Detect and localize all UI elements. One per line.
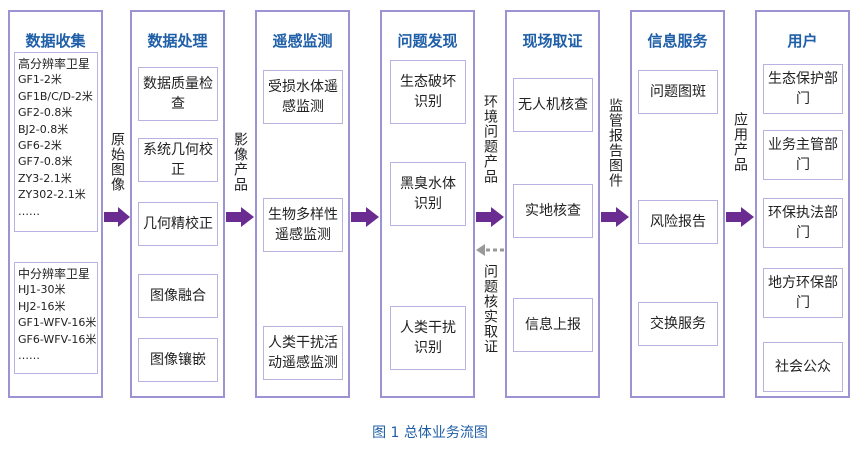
- column-data-collection: 数据收集 高分辨率卫星 GF1-2米 GF1B/C/D-2米 GF2-0.8米 …: [8, 10, 103, 398]
- column-title: 用户: [787, 32, 818, 50]
- sat-item: GF1-WFV-16米: [18, 316, 97, 330]
- user-box: 地方环保部门: [763, 268, 843, 318]
- arrow-right-icon: [476, 207, 504, 227]
- sat-item: GF1-2米: [18, 73, 62, 87]
- sat-item: GF7-0.8米: [18, 155, 73, 169]
- dashed-arrow-left-icon: [476, 244, 504, 256]
- mid-res-heading: 中分辨率卫星: [18, 267, 91, 281]
- sat-item: GF6-2米: [18, 139, 62, 153]
- sat-item: BJ2-0.8米: [18, 122, 69, 136]
- high-res-heading: 高分辨率卫星: [18, 57, 91, 71]
- process-box: 图像镶嵌: [138, 338, 218, 382]
- column-field-evidence: 现场取证 无人机核查 实地核查 信息上报: [505, 10, 600, 398]
- monitor-box: 人类干扰活动遥感监测: [263, 326, 343, 380]
- arrow-right-icon: [351, 207, 379, 227]
- column-problem-discovery: 问题发现 生态破坏识别 黑臭水体识别 人类干扰识别: [380, 10, 475, 398]
- column-title: 信息服务: [647, 32, 708, 50]
- discovery-box: 黑臭水体识别: [390, 162, 466, 226]
- mid-res-satellite-box: 中分辨率卫星 HJ1-30米 HJ2-16米 GF1-WFV-16米 GF6-W…: [14, 262, 98, 374]
- sat-item: HJ2-16米: [18, 299, 66, 313]
- column-remote-monitoring: 遥感监测 受损水体遥感监测 生物多样性遥感监测 人类干扰活动遥感监测: [255, 10, 350, 398]
- connector-label-monitoring-report: 监管报告图件: [607, 98, 623, 188]
- column-title: 现场取证: [522, 32, 583, 50]
- column-title: 问题发现: [397, 32, 458, 50]
- sat-item: ……: [18, 349, 40, 363]
- service-box: 风险报告: [638, 200, 718, 244]
- column-title: 数据处理: [147, 32, 208, 50]
- arrow-right-icon: [601, 207, 629, 227]
- arrow-right-icon: [726, 207, 754, 227]
- connector-label-image-product: 影像产品: [232, 132, 248, 192]
- service-box: 交换服务: [638, 302, 718, 346]
- user-box: 环保执法部门: [763, 198, 843, 248]
- evidence-box: 无人机核查: [513, 78, 593, 132]
- arrow-right-icon: [104, 207, 130, 227]
- process-box: 图像融合: [138, 274, 218, 318]
- process-box: 系统几何校正: [138, 138, 218, 182]
- sat-item: GF2-0.8米: [18, 106, 73, 120]
- user-box: 社会公众: [763, 342, 843, 392]
- column-users: 用户 生态保护部门 业务主管部门 环保执法部门 地方环保部门 社会公众: [755, 10, 850, 398]
- user-box: 生态保护部门: [763, 64, 843, 114]
- sat-item: GF6-WFV-16米: [18, 332, 97, 346]
- discovery-box: 生态破坏识别: [390, 60, 466, 124]
- sat-item: ZY3-2.1米: [18, 171, 72, 185]
- arrow-right-icon: [226, 207, 254, 227]
- connector-label-application-product: 应用产品: [732, 112, 748, 172]
- process-box: 几何精校正: [138, 202, 218, 246]
- connector-label-problem-verification: 问题核实取证: [482, 264, 498, 354]
- connector-label-env-problem-product: 环境问题产品: [482, 94, 498, 184]
- evidence-box: 信息上报: [513, 298, 593, 352]
- user-box: 业务主管部门: [763, 130, 843, 180]
- sat-item: HJ1-30米: [18, 283, 66, 297]
- column-data-processing: 数据处理 数据质量检查 系统几何校正 几何精校正 图像融合 图像镶嵌: [130, 10, 225, 398]
- connector-label-original-image: 原始图像: [109, 132, 125, 192]
- process-box: 数据质量检查: [138, 67, 218, 121]
- high-res-satellite-box: 高分辨率卫星 GF1-2米 GF1B/C/D-2米 GF2-0.8米 BJ2-0…: [14, 52, 98, 232]
- discovery-box: 人类干扰识别: [390, 306, 466, 370]
- evidence-box: 实地核查: [513, 184, 593, 238]
- monitor-box: 生物多样性遥感监测: [263, 198, 343, 252]
- column-title: 数据收集: [25, 32, 86, 50]
- sat-item: ……: [18, 204, 40, 218]
- service-box: 问题图斑: [638, 70, 718, 114]
- column-title: 遥感监测: [272, 32, 333, 50]
- figure-caption: 图 1 总体业务流图: [372, 425, 488, 441]
- monitor-box: 受损水体遥感监测: [263, 70, 343, 124]
- column-info-service: 信息服务 问题图斑 风险报告 交换服务: [630, 10, 725, 398]
- sat-item: GF1B/C/D-2米: [18, 89, 93, 103]
- sat-item: ZY302-2.1米: [18, 188, 86, 202]
